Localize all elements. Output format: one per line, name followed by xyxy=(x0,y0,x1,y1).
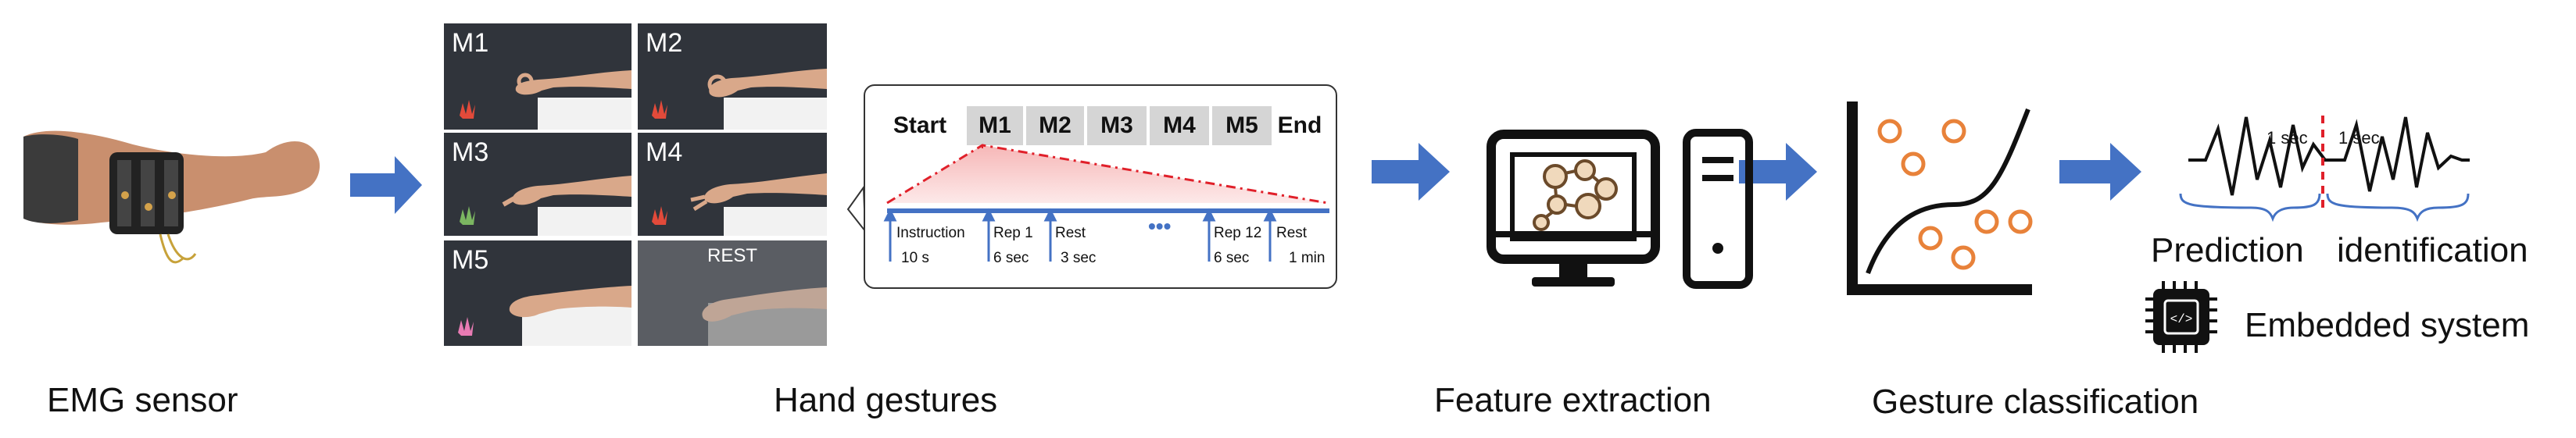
timeline-duration: 6 sec xyxy=(993,250,1029,266)
scatter-plot-icon xyxy=(1847,101,2033,295)
gesture-photo-m4: M4 xyxy=(638,133,827,236)
timeline-label: Rep 1 xyxy=(993,225,1033,241)
protocol-start: Start xyxy=(893,112,947,138)
timeline-duration: 6 sec xyxy=(1214,250,1250,266)
flow-arrow-2 xyxy=(1372,143,1450,201)
callout-pointer xyxy=(846,185,867,234)
monitor-icon xyxy=(1487,130,1660,287)
protocol-timeline xyxy=(883,144,1329,262)
arm-with-emg-band xyxy=(23,130,320,264)
hand-gesture-photo xyxy=(638,133,827,236)
caption-prediction: Prediction xyxy=(2151,231,2304,269)
caption-hand-gestures: Hand gestures xyxy=(774,381,998,419)
timeline-duration: 3 sec xyxy=(1061,250,1097,266)
timeline-label: Rep 12 xyxy=(1214,225,1262,241)
gesture-label: M3 xyxy=(452,137,489,167)
timeline-label: Rest xyxy=(1055,225,1086,241)
protocol-segment: M3 xyxy=(1087,106,1147,145)
caption-emg-sensor: EMG sensor xyxy=(47,381,238,419)
hand-gesture-photo xyxy=(444,133,631,236)
flow-arrow-1 xyxy=(350,156,422,214)
flow-arrow-3 xyxy=(1739,143,1817,201)
gesture-photo-m1: M1 xyxy=(444,23,631,130)
caption-gesture-classification: Gesture classification xyxy=(1872,383,2199,421)
emg-signal-waveform xyxy=(2179,116,2470,223)
hand-gesture-photo xyxy=(444,240,631,346)
window-label-1: 1 sec xyxy=(2267,128,2308,148)
gesture-label: M5 xyxy=(452,245,489,275)
caption-embedded-system: Embedded system xyxy=(2245,306,2530,344)
protocol-end: End xyxy=(1277,112,1322,138)
protocol-panel: Start M1 M2 M3 M4 M5 End Instruction 10 … xyxy=(864,84,1337,289)
timeline-label: Rest xyxy=(1276,225,1308,241)
protocol-segment: M2 xyxy=(1026,106,1084,145)
gesture-label: M1 xyxy=(452,28,489,58)
zoom-triangle xyxy=(887,145,1328,203)
hand-gesture-photo xyxy=(638,23,827,130)
caption-feature-extraction: Feature extraction xyxy=(1434,381,1712,419)
gesture-label: REST xyxy=(707,245,757,266)
hand-gesture-photo xyxy=(444,23,631,130)
gesture-photo-m3: M3 xyxy=(444,133,631,236)
protocol-segment: M4 xyxy=(1150,106,1209,145)
timeline-duration: 1 min xyxy=(1289,250,1326,266)
caption-identification: identification xyxy=(2337,231,2528,269)
hand-gesture-photo xyxy=(638,240,827,346)
window-bracket-1 xyxy=(2179,193,2321,223)
svg-text:</>: </> xyxy=(2170,312,2193,326)
gesture-label: M4 xyxy=(646,137,683,167)
gesture-photo-m5: M5 xyxy=(444,240,631,346)
protocol-segment: M1 xyxy=(967,106,1023,145)
gesture-label: M2 xyxy=(646,28,683,58)
timeline-duration: 10 s xyxy=(901,250,929,266)
flow-arrow-4 xyxy=(2059,143,2141,201)
window-label-2: 1 sec xyxy=(2338,128,2380,148)
window-bracket-2 xyxy=(2326,193,2470,223)
timeline-ellipsis: ••• xyxy=(1148,214,1172,238)
protocol-segment: M5 xyxy=(1212,106,1272,145)
gesture-photo-rest: REST xyxy=(638,240,827,346)
chip-icon: </> xyxy=(2145,281,2217,353)
timeline-label: Instruction xyxy=(896,225,965,241)
gesture-photo-m2: M2 xyxy=(638,23,827,130)
computer-tower-icon xyxy=(1683,129,1753,289)
